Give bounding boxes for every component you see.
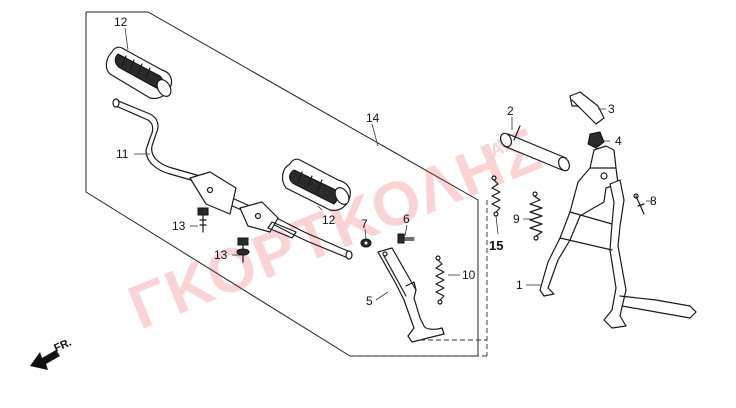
callout-13-lower: 13 <box>214 248 228 262</box>
spring-10 <box>435 255 445 305</box>
front-arrow-icon <box>30 350 60 370</box>
callout-1: 1 <box>516 278 523 292</box>
callout-4: 4 <box>615 134 622 148</box>
callout-11: 11 <box>116 147 129 161</box>
step-bar <box>112 98 353 260</box>
callout-6: 6 <box>403 212 410 226</box>
main-stand <box>539 145 697 329</box>
leader-lines <box>124 27 652 301</box>
pin-8 <box>633 193 645 215</box>
spring-9 <box>529 191 543 241</box>
callout-7: 7 <box>361 217 368 231</box>
callout-10: 10 <box>462 268 476 282</box>
clip-4 <box>587 131 605 149</box>
stand-bracket <box>569 91 605 125</box>
front-label: FR. <box>52 337 73 355</box>
bolt-6 <box>397 233 415 244</box>
callout-5: 5 <box>366 294 373 308</box>
nut-7 <box>360 238 372 248</box>
callout-12-center: 12 <box>322 213 336 227</box>
stand-shaft <box>499 125 571 172</box>
assembly-guides <box>350 200 488 357</box>
callout-12-upper: 12 <box>114 15 128 29</box>
callout-9: 9 <box>513 212 520 226</box>
footpeg-rubber-right <box>281 158 351 211</box>
front-direction-indicator: FR. <box>30 337 73 370</box>
callout-14: 14 <box>366 111 380 125</box>
side-stand <box>377 247 445 343</box>
bolt-13-upper <box>197 207 209 233</box>
callout-13-upper: 13 <box>172 219 186 233</box>
callout-3: 3 <box>608 102 615 116</box>
footpeg-rubber-left <box>105 46 173 100</box>
callout-labels: 12 11 14 12 13 13 7 6 5 10 15 9 2 3 4 8 … <box>114 15 657 308</box>
callout-8: 8 <box>650 194 657 208</box>
callout-2: 2 <box>507 104 514 118</box>
bolt-13-lower <box>236 237 250 263</box>
callout-15: 15 <box>489 238 503 253</box>
